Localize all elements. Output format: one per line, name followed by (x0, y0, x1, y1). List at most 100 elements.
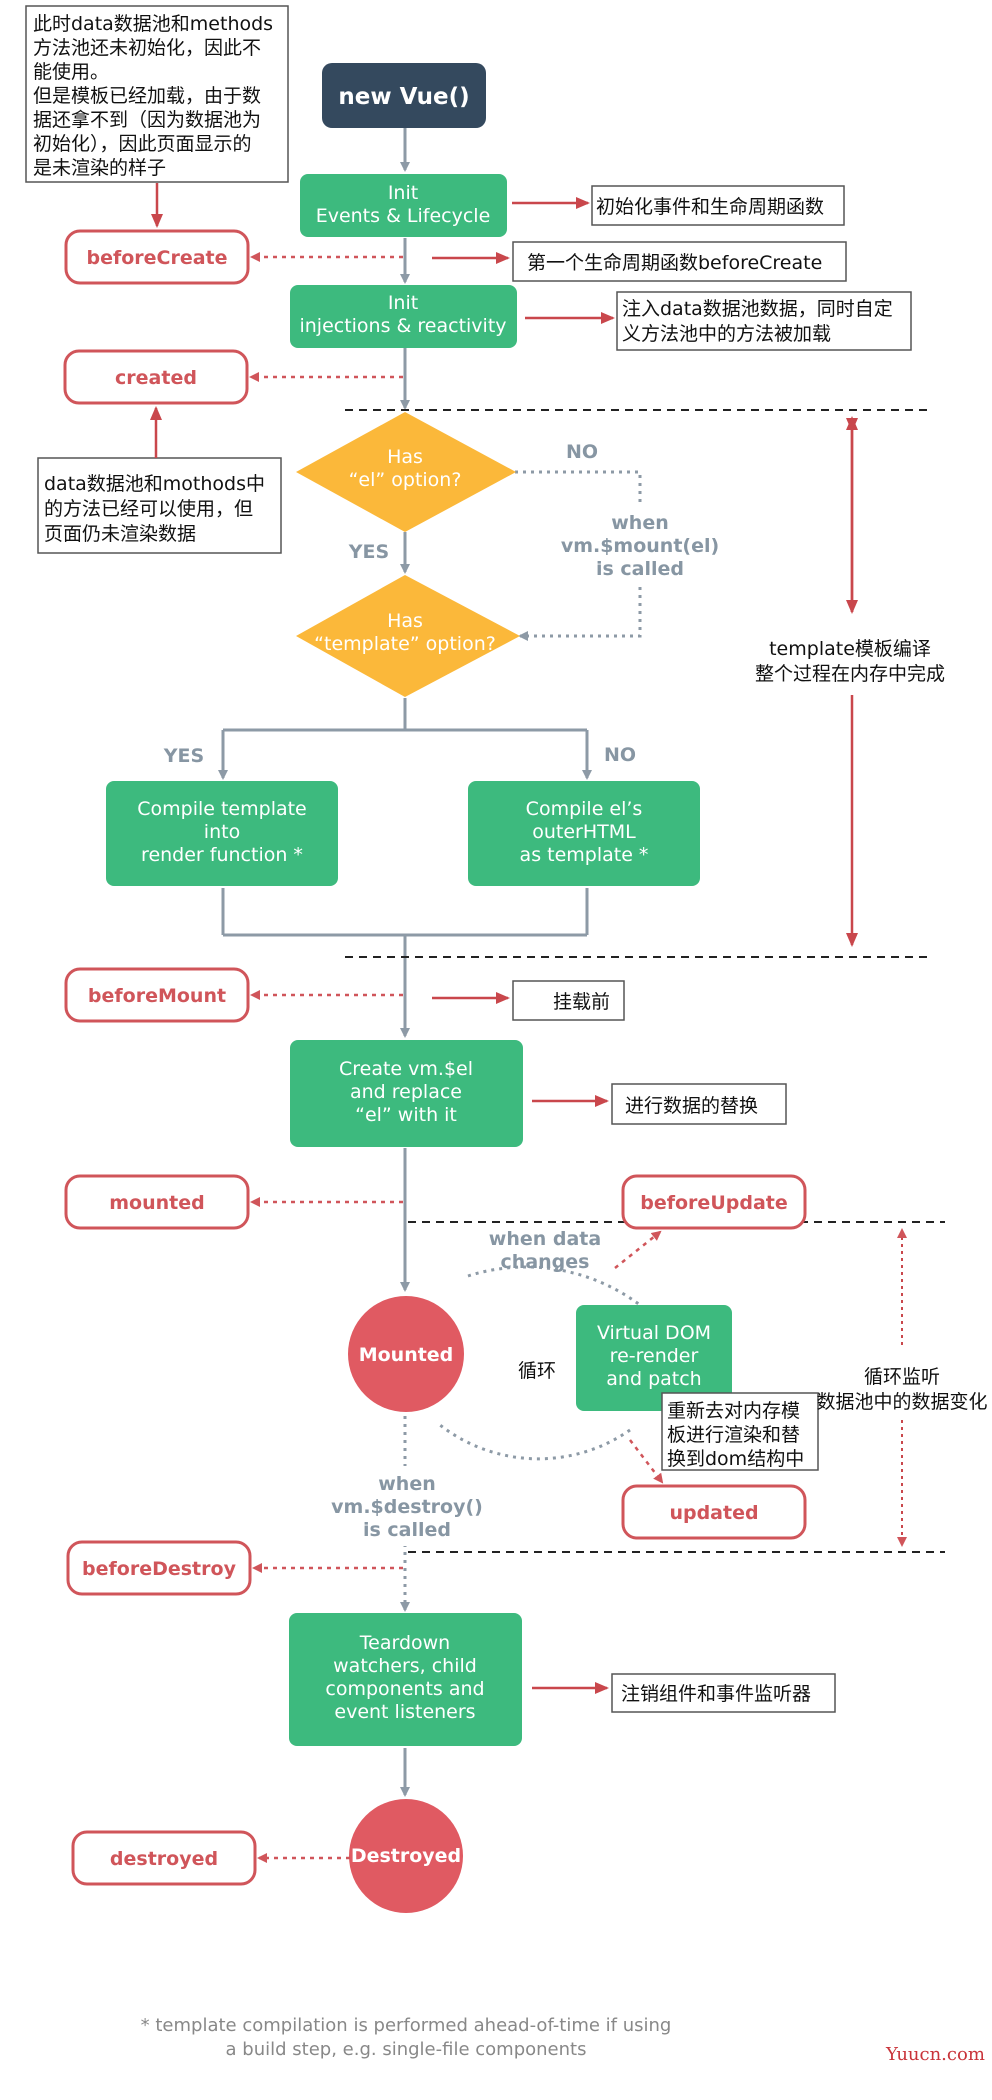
init-injections-box (290, 285, 517, 348)
label-when-data: when data (489, 1228, 601, 1250)
footnote-line-2: a build step, e.g. single-file component… (226, 2039, 587, 2060)
hook-destroyed-label: destroyed (110, 1848, 218, 1870)
compile-template-label-2: into (204, 821, 240, 843)
hook-before-update-label: beforeUpdate (640, 1192, 787, 1214)
compile-el-box (468, 781, 700, 886)
destroyed-circle (349, 1799, 463, 1913)
note-rerender-text-3: 换到dom结构中 (667, 1448, 804, 1470)
mounted-circle-label: Mounted (359, 1344, 454, 1366)
has-el-diamond (296, 412, 516, 532)
init-events-box (300, 174, 507, 237)
note-created (37, 457, 282, 554)
note-first-hook-text: 第一个生命周期函数beforeCreate (527, 252, 822, 274)
hook-destroyed (71, 1830, 257, 1886)
label-when-mount-2: vm.$mount(el) (561, 535, 719, 557)
create-vm-label-3: “el” with it (355, 1104, 457, 1126)
note-before-mount (512, 980, 625, 1021)
note-loop-watch-2: 数据池中的数据变化 (816, 1391, 987, 1413)
note-boxes (25, 5, 912, 1713)
note-top-left-line: 方法池还未初始化，因此不 (33, 37, 261, 59)
teardown-label-4: event listeners (334, 1701, 475, 1723)
label-no-el: NO (566, 441, 598, 463)
virtual-dom-box (576, 1305, 732, 1411)
create-vm-label-2: and replace (350, 1081, 462, 1103)
note-top-left-line: 据还拿不到（因为数据池为 (33, 108, 261, 131)
init-injections-label-2: injections & reactivity (299, 315, 506, 337)
start-node (322, 63, 486, 128)
label-when-data-2: changes (501, 1251, 590, 1273)
label-when-destroy: when (378, 1473, 436, 1495)
compile-template-label-3: render function * (141, 844, 303, 866)
footnote-line-1: * template compilation is performed ahea… (141, 2015, 672, 2036)
hook-mounted (64, 1174, 250, 1230)
teardown-box (289, 1613, 522, 1746)
hook-updated (621, 1484, 807, 1540)
hook-created (63, 349, 249, 405)
note-created-text-2: 的方法已经可以使用，但 (44, 498, 253, 520)
create-vm-label: Create vm.$el (339, 1058, 473, 1080)
has-el-label-2: “el” option? (349, 469, 462, 491)
label-when-mount: when (611, 512, 669, 534)
annotation-arrows (150, 183, 615, 1694)
label-when-destroy-3: is called (363, 1519, 451, 1541)
label-loop: 循环 (518, 1360, 556, 1382)
compile-el-label: Compile el’s (526, 798, 643, 820)
virtual-dom-label-3: and patch (606, 1368, 701, 1390)
init-injections-label: Init (388, 292, 418, 314)
note-top-left-text: 此时data数据池和methods 方法池还未初始化，因此不 能使用。 但是模板… (33, 13, 273, 179)
label-when-destroy-2: vm.$destroy() (331, 1496, 483, 1518)
label-when-destroy-bg (330, 1466, 480, 1546)
compile-template-label: Compile template (137, 798, 307, 820)
note-rerender-text: 重新去对内存模 (667, 1400, 800, 1422)
watermark: Yuucn.com (885, 2044, 985, 2065)
hook-arrows (249, 252, 664, 1863)
note-teardown (611, 1673, 836, 1713)
note-replace (611, 1083, 787, 1125)
hook-before-destroy-label: beforeDestroy (82, 1558, 237, 1580)
has-template-diamond (296, 575, 520, 697)
note-rerender (661, 1392, 819, 1471)
teardown-label-2: watchers, child (333, 1655, 477, 1677)
note-template-compile-2: 整个过程在内存中完成 (755, 663, 945, 685)
main-connectors (218, 128, 592, 1797)
note-top-left-line: 是未渲染的样子 (33, 157, 166, 179)
compile-el-label-3: as template * (520, 844, 649, 866)
note-before-mount-text: 挂载前 (553, 991, 610, 1013)
hook-created-label: created (115, 367, 197, 389)
note-init-events (591, 185, 845, 226)
hooks (63, 229, 807, 1886)
hook-before-mount (64, 967, 250, 1023)
init-events-label: Init (388, 182, 418, 204)
note-injections (616, 291, 912, 351)
has-el-label: Has (387, 446, 423, 468)
has-template-label: Has (387, 610, 423, 632)
note-created-text: data数据池和mothods中 (44, 473, 265, 495)
create-vm-box (290, 1040, 523, 1147)
teardown-label-3: components and (325, 1678, 484, 1700)
note-rerender-text-2: 板进行渲染和替 (667, 1424, 800, 1446)
start-node-label: new Vue() (338, 84, 469, 110)
note-top-left (25, 5, 289, 183)
note-first-hook (512, 241, 847, 282)
hook-before-destroy (66, 1540, 252, 1596)
note-injections-text: 注入data数据池数据，同时自定 (622, 298, 893, 320)
note-injections-text-2: 义方法池中的方法被加载 (622, 323, 831, 345)
note-top-left-line: 但是模板已经加载，由于数 (33, 85, 261, 107)
note-top-left-line: 能使用。 (33, 61, 109, 83)
teardown-label: Teardown (359, 1632, 450, 1654)
hook-before-mount-label: beforeMount (88, 985, 226, 1007)
label-yes-el: YES (348, 541, 389, 563)
label-when-mount-bg (555, 506, 725, 586)
virtual-dom-label-2: re-render (610, 1345, 699, 1367)
hook-before-create (64, 229, 250, 285)
label-yes-template: YES (163, 745, 204, 767)
mounted-circle (348, 1296, 464, 1412)
virtual-dom-label: Virtual DOM (597, 1322, 711, 1344)
note-top-left-line: 初始化），因此页面显示的 (33, 133, 252, 155)
hook-mounted-label: mounted (109, 1192, 204, 1214)
hook-before-update (621, 1174, 807, 1230)
note-replace-text: 进行数据的替换 (625, 1095, 758, 1117)
hook-updated-label: updated (669, 1502, 758, 1524)
has-template-label-2: “template” option? (314, 633, 496, 655)
